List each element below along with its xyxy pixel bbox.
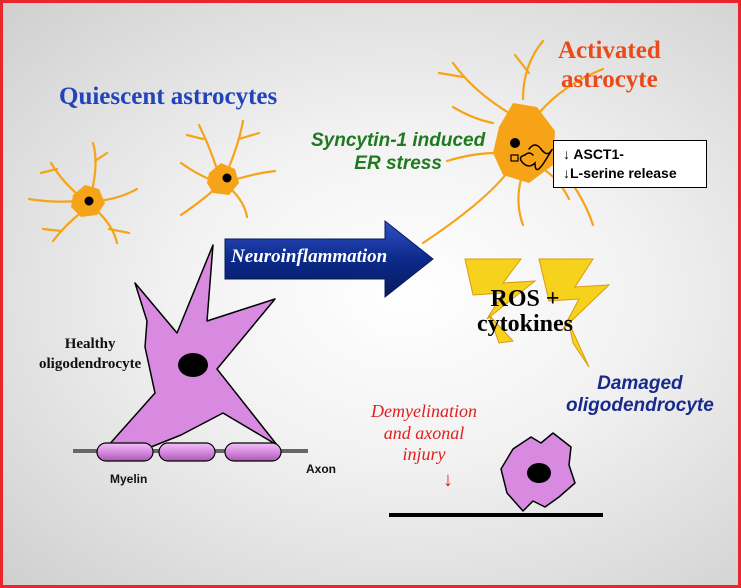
healthy-oligodendrocyte bbox=[73, 244, 308, 462]
demyel-line-2: and axonal bbox=[383, 422, 465, 443]
ros-cytokines-label: ROS + cytokines bbox=[477, 286, 573, 338]
activated-line-1: Activated bbox=[558, 37, 661, 64]
healthy-line-1: Healthy bbox=[64, 336, 116, 352]
myelin-label: Myelin bbox=[110, 472, 148, 486]
damaged-line-1: Damaged bbox=[597, 373, 683, 394]
activated-astrocyte-label: Activated astrocyte bbox=[558, 37, 661, 95]
ros-line-1: ROS + bbox=[490, 286, 560, 312]
quiescent-astrocyte-1 bbox=[27, 141, 139, 245]
axon-label: Axon bbox=[306, 462, 336, 476]
asct1-line-2: ↓L-serine release bbox=[563, 165, 677, 181]
asct1-line-1: ↓ ASCT1- bbox=[563, 146, 624, 163]
activated-astrocyte bbox=[421, 39, 605, 245]
neuroinflammation-arrow bbox=[224, 219, 434, 299]
demyelination-label: Demyelination and axonal injury bbox=[371, 401, 477, 466]
lightning-bolt-1 bbox=[464, 258, 537, 344]
quiescent-astrocytes-label: Quiescent astrocytes bbox=[59, 83, 278, 110]
quiescent-astrocyte-2 bbox=[179, 119, 277, 219]
healthy-line-2: oligodendrocyte bbox=[39, 355, 142, 372]
healthy-oligodendrocyte-label: Healthy oligodendrocyte bbox=[39, 335, 141, 374]
ros-line-2: cytokines bbox=[477, 311, 573, 338]
activated-line-2: astrocyte bbox=[561, 65, 658, 93]
damaged-line-2: oligodendrocyte bbox=[566, 394, 714, 416]
syncytin-line-1: Syncytin-1 induced bbox=[311, 130, 486, 151]
lightning-bolt-2 bbox=[538, 258, 611, 368]
syncytin-er-stress-label: Syncytin-1 induced ER stress bbox=[311, 130, 485, 176]
demyel-line-1: Demyelination bbox=[371, 401, 477, 421]
damaged-oligodendrocyte-label: Damaged oligodendrocyte bbox=[566, 373, 714, 417]
syncytin-line-2: ER stress bbox=[354, 152, 442, 174]
down-arrow-icon: ↓ bbox=[443, 469, 453, 491]
damaged-oligodendrocyte bbox=[389, 432, 603, 517]
neuroinflammation-label: Neuroinflammation bbox=[231, 246, 388, 267]
demyel-line-3: injury bbox=[402, 444, 446, 465]
diagram-canvas bbox=[27, 39, 611, 517]
asct1-serine-box: ↓ ASCT1- ↓L-serine release bbox=[553, 140, 707, 188]
